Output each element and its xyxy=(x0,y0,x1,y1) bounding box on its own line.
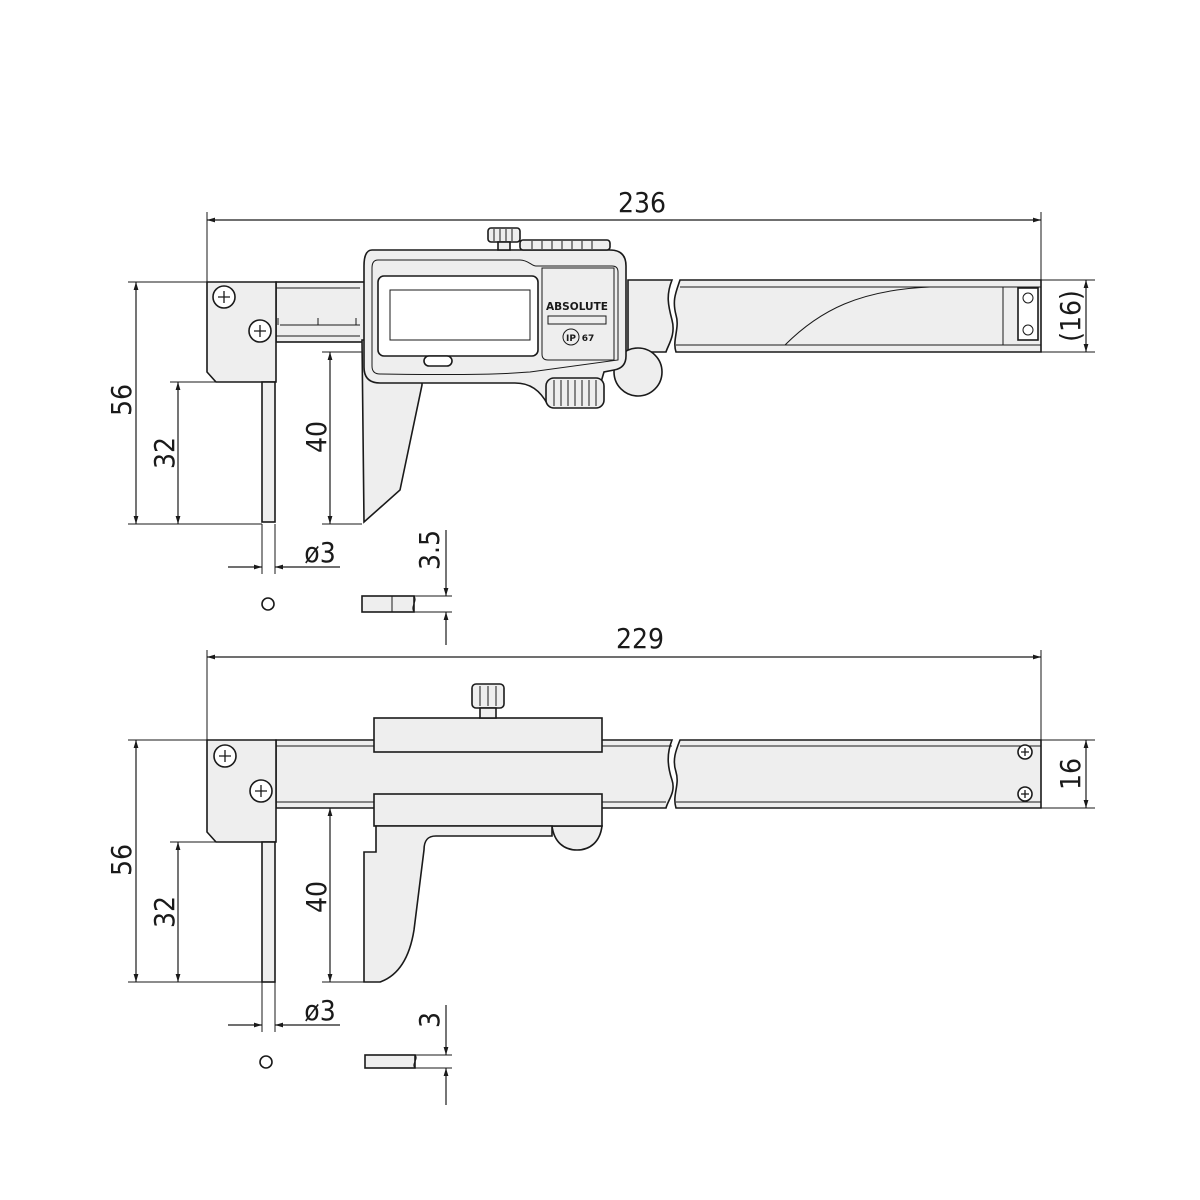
brand-label: ABSOLUTE xyxy=(546,300,608,313)
bottom-slider-jaw-dimension: 40 xyxy=(300,807,364,983)
svg-text:IP: IP xyxy=(566,334,576,344)
top-slider-body: ABSOLUTE IP 67 xyxy=(363,227,627,409)
top-tip-thickness-dimension: 3.5 xyxy=(361,530,452,645)
svg-text:16: 16 xyxy=(1054,758,1087,790)
screw-icon xyxy=(248,319,272,343)
top-slider-jaw-dimension: 40 xyxy=(300,351,362,525)
svg-text:ø3: ø3 xyxy=(304,994,335,1027)
top-tip-section xyxy=(261,597,275,611)
svg-text:56: 56 xyxy=(105,384,138,416)
lock-wheel-icon xyxy=(545,377,605,409)
top-tip-diameter-dimension: ø3 xyxy=(228,524,340,574)
top-fixed-tip xyxy=(261,381,276,523)
bottom-jaw-dimension: 32 xyxy=(148,841,216,982)
bottom-tip-diameter-dimension: ø3 xyxy=(228,982,340,1032)
bottom-height-dimension: 56 xyxy=(105,739,262,983)
ip-badge-icon: IP 67 xyxy=(562,328,595,346)
bottom-thickness-dimension: 16 xyxy=(1041,739,1095,809)
clamp-knob-icon xyxy=(487,227,521,251)
top-beam-left xyxy=(275,281,367,343)
bottom-fixed-tip xyxy=(261,841,276,983)
screw-icon xyxy=(213,744,237,768)
svg-text:32: 32 xyxy=(148,437,181,469)
top-beam-right xyxy=(627,279,1042,353)
svg-text:(16): (16) xyxy=(1054,290,1087,342)
svg-text:40: 40 xyxy=(300,421,333,453)
top-length-label: 236 xyxy=(618,186,666,219)
screw-icon xyxy=(249,779,273,803)
top-jaw-dimension: 32 xyxy=(148,381,216,524)
svg-text:67: 67 xyxy=(582,334,595,344)
top-thickness-dimension: (16) xyxy=(1041,279,1095,353)
bottom-tip-thickness-dimension: 3 xyxy=(364,1005,452,1105)
bottom-view: 229 xyxy=(105,622,1095,1105)
svg-text:40: 40 xyxy=(300,881,333,913)
svg-text:32: 32 xyxy=(148,896,181,928)
top-length-dimension: 236 xyxy=(206,186,1042,282)
bottom-length-label: 229 xyxy=(616,622,664,655)
svg-text:3.5: 3.5 xyxy=(413,530,446,570)
bottom-clamp-knob-icon xyxy=(471,683,505,719)
top-view: 236 xyxy=(105,186,1095,645)
svg-text:56: 56 xyxy=(105,844,138,876)
bottom-slider-body xyxy=(363,717,603,983)
svg-text:ø3: ø3 xyxy=(304,536,335,569)
bottom-tip-section xyxy=(259,1055,273,1069)
screw-icon xyxy=(1017,744,1033,760)
screw-icon xyxy=(212,285,236,309)
screw-icon xyxy=(1017,786,1033,802)
bottom-beam xyxy=(275,739,1042,809)
lcd-display xyxy=(377,275,539,357)
bottom-thumb-roller xyxy=(551,825,603,851)
bottom-length-dimension: 229 xyxy=(206,622,1042,740)
top-height-dimension: 56 xyxy=(105,281,262,525)
svg-text:3: 3 xyxy=(413,1012,446,1028)
zero-button[interactable] xyxy=(423,355,453,367)
